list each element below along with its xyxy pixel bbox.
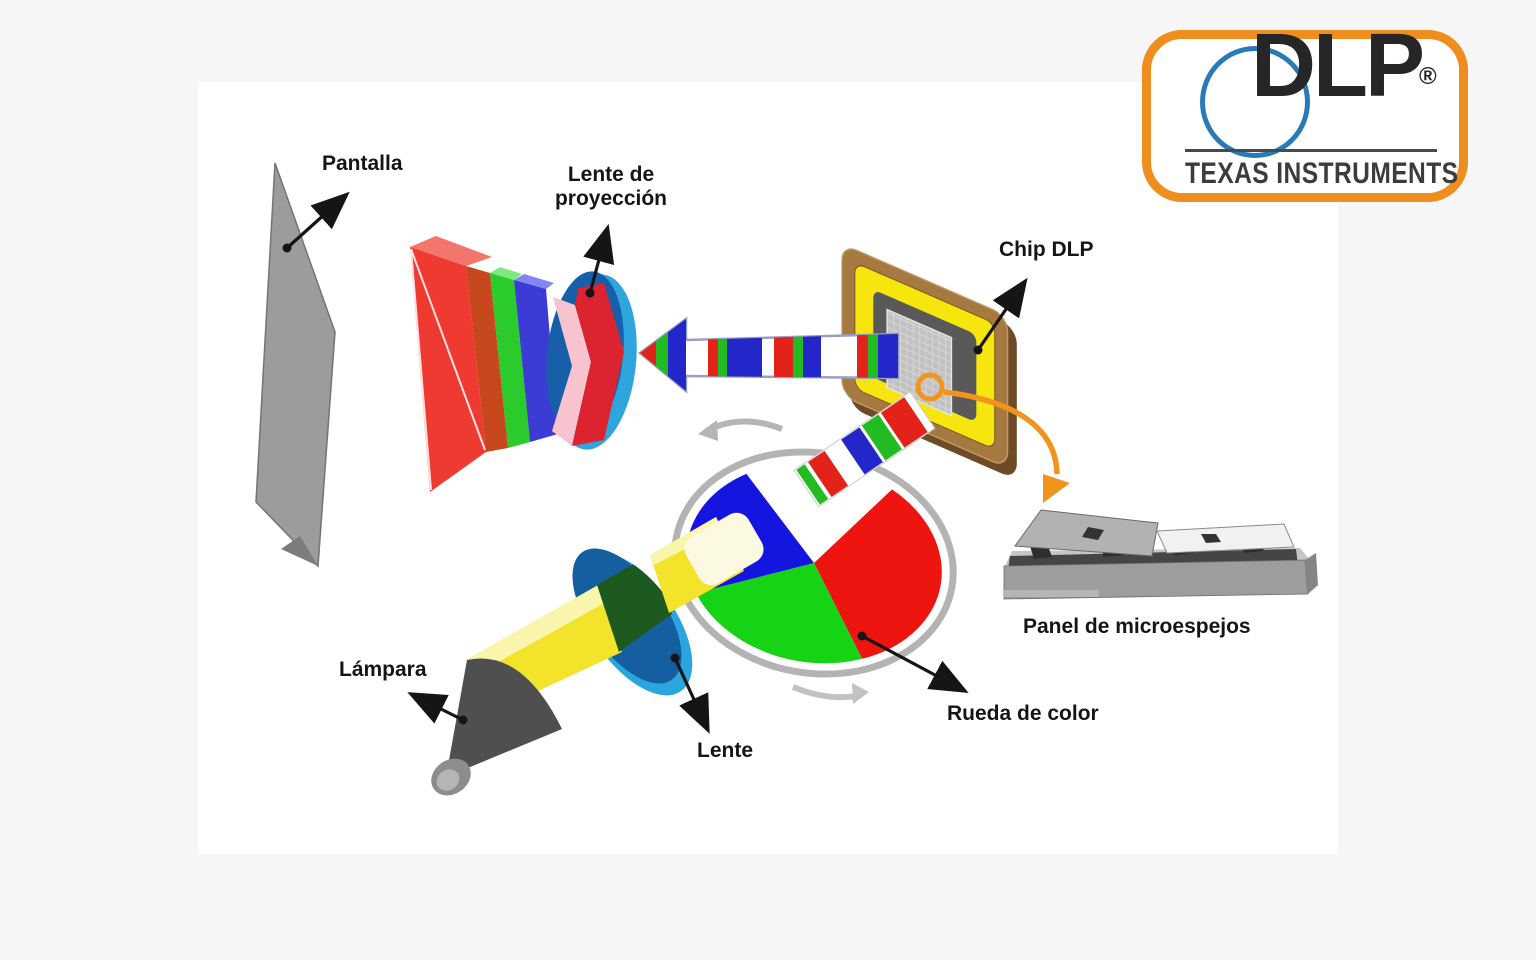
label-lente-proyeccion: Lente de proyección — [536, 163, 686, 210]
leader-arrows — [282, 191, 1028, 734]
wheel-rotation-arrow-top — [698, 418, 784, 441]
chip-zoom-ring — [915, 372, 945, 402]
label-rueda-de-color: Rueda de color — [947, 702, 1099, 725]
label-panel-microespejos: Panel de microespejos — [1023, 615, 1251, 638]
wheel-to-chip-beam — [793, 391, 936, 508]
dlp-logo-company: TEXAS INSTRUMENTS — [1185, 157, 1459, 190]
lamp — [431, 658, 562, 796]
wheel-segment-red — [814, 489, 942, 659]
label-lente: Lente — [697, 739, 754, 762]
beam-spot-on-wheel — [684, 512, 764, 586]
dlp-logo: DLP ® TEXAS INSTRUMENTS — [1142, 21, 1468, 202]
label-lente-proyeccion-line1: Lente de — [567, 163, 655, 186]
chip-zoom-arrow — [943, 389, 1070, 503]
label-lampara: Lámpara — [339, 658, 427, 681]
label-pantalla: Pantalla — [322, 152, 403, 175]
micromirror-flat — [1156, 523, 1295, 554]
registered-mark: ® — [1419, 63, 1437, 90]
projected-image-beam — [410, 236, 558, 492]
beam-chevrons — [552, 283, 624, 446]
label-lente-proyeccion-line2: proyección — [554, 186, 668, 210]
micromirror-panel — [1003, 509, 1318, 600]
wheel-segment-green — [696, 563, 863, 664]
dlp-logo-circle-icon — [1200, 46, 1310, 158]
wheel-rotation-arrow-bottom — [791, 683, 869, 704]
wheel-segment-white — [746, 462, 892, 563]
label-chip-dlp: Chip DLP — [999, 238, 1094, 261]
dlp-logo-divider — [1185, 149, 1437, 152]
screen — [255, 162, 336, 568]
